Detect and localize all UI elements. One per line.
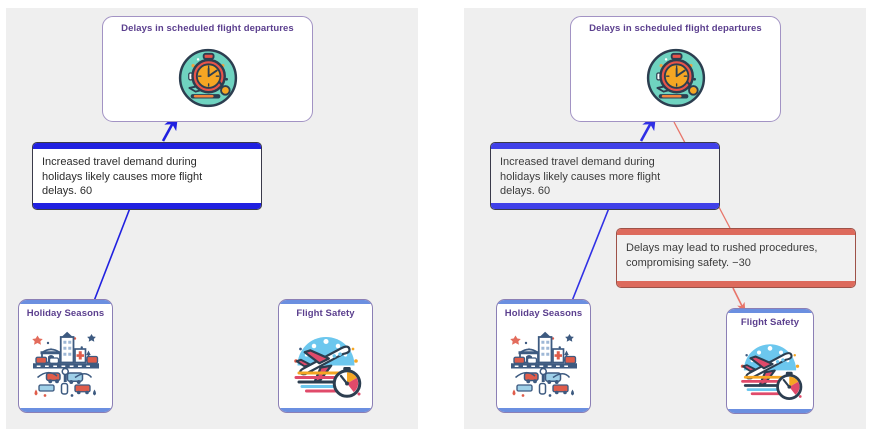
edge-reason-to-delays bbox=[639, 113, 657, 142]
reason-box-negative[interactable]: Delays may lead to rushed procedures, co… bbox=[616, 228, 856, 288]
reason-accent-top bbox=[491, 143, 719, 149]
node-title: Flight Safety bbox=[296, 308, 355, 319]
node-holiday-seasons[interactable]: Holiday Seasons bbox=[18, 299, 113, 413]
node-accent-bottom bbox=[497, 408, 590, 412]
node-flight-safety[interactable]: Flight Safety bbox=[278, 299, 373, 413]
node-accent-top bbox=[279, 300, 372, 304]
node-title: Holiday Seasons bbox=[26, 308, 105, 319]
node-title: Delays in scheduled flight departures bbox=[589, 23, 762, 34]
node-accent-bottom bbox=[19, 408, 112, 412]
node-delays-in-scheduled-flight-departures[interactable]: Delays in scheduled flight departures bbox=[102, 16, 313, 122]
node-delays-in-scheduled-flight-departures[interactable]: Delays in scheduled flight departures bbox=[570, 16, 781, 122]
reason-accent-bottom bbox=[617, 281, 855, 287]
reason-text: Increased travel demand during holidays … bbox=[500, 156, 661, 198]
edge-red-reason-to-safety bbox=[732, 287, 746, 313]
node-flight-safety[interactable]: Flight Safety bbox=[726, 308, 814, 414]
reason-box-positive[interactable]: Increased travel demand during holidays … bbox=[32, 142, 262, 210]
edge-holiday-to-reason bbox=[571, 207, 610, 302]
panel-after-state: Delays in scheduled flight departures bbox=[464, 8, 866, 429]
node-accent-top bbox=[19, 300, 112, 304]
airplane-stopwatch-icon bbox=[279, 323, 372, 408]
node-holiday-seasons[interactable]: Holiday Seasons bbox=[496, 299, 591, 413]
node-title: Delays in scheduled flight departures bbox=[121, 23, 294, 34]
node-accent-bottom bbox=[727, 409, 813, 413]
reason-box-positive[interactable]: Increased travel demand during holidays … bbox=[490, 142, 720, 210]
stopwatch-flight-icon bbox=[103, 38, 312, 121]
node-accent-top bbox=[727, 309, 813, 313]
reason-accent-bottom bbox=[491, 203, 719, 209]
holiday-city-icon bbox=[497, 323, 590, 408]
node-accent-top bbox=[497, 300, 590, 304]
node-title: Flight Safety bbox=[740, 317, 800, 328]
reason-text: Delays may lead to rushed procedures, co… bbox=[626, 242, 818, 269]
edge-holiday-to-reason bbox=[93, 207, 131, 302]
reason-accent-bottom bbox=[33, 203, 261, 209]
stopwatch-flight-icon bbox=[571, 38, 780, 121]
node-title: Holiday Seasons bbox=[504, 308, 583, 319]
airplane-stopwatch-icon bbox=[727, 332, 813, 409]
reason-text: Increased travel demand during holidays … bbox=[42, 156, 203, 198]
edge-reason-to-delays bbox=[161, 113, 179, 142]
panel-before-state: Delays in scheduled flight departures bbox=[6, 8, 418, 429]
holiday-city-icon bbox=[19, 323, 112, 408]
reason-accent-top bbox=[33, 143, 261, 149]
reason-accent-top bbox=[617, 229, 855, 235]
node-accent-bottom bbox=[279, 408, 372, 412]
